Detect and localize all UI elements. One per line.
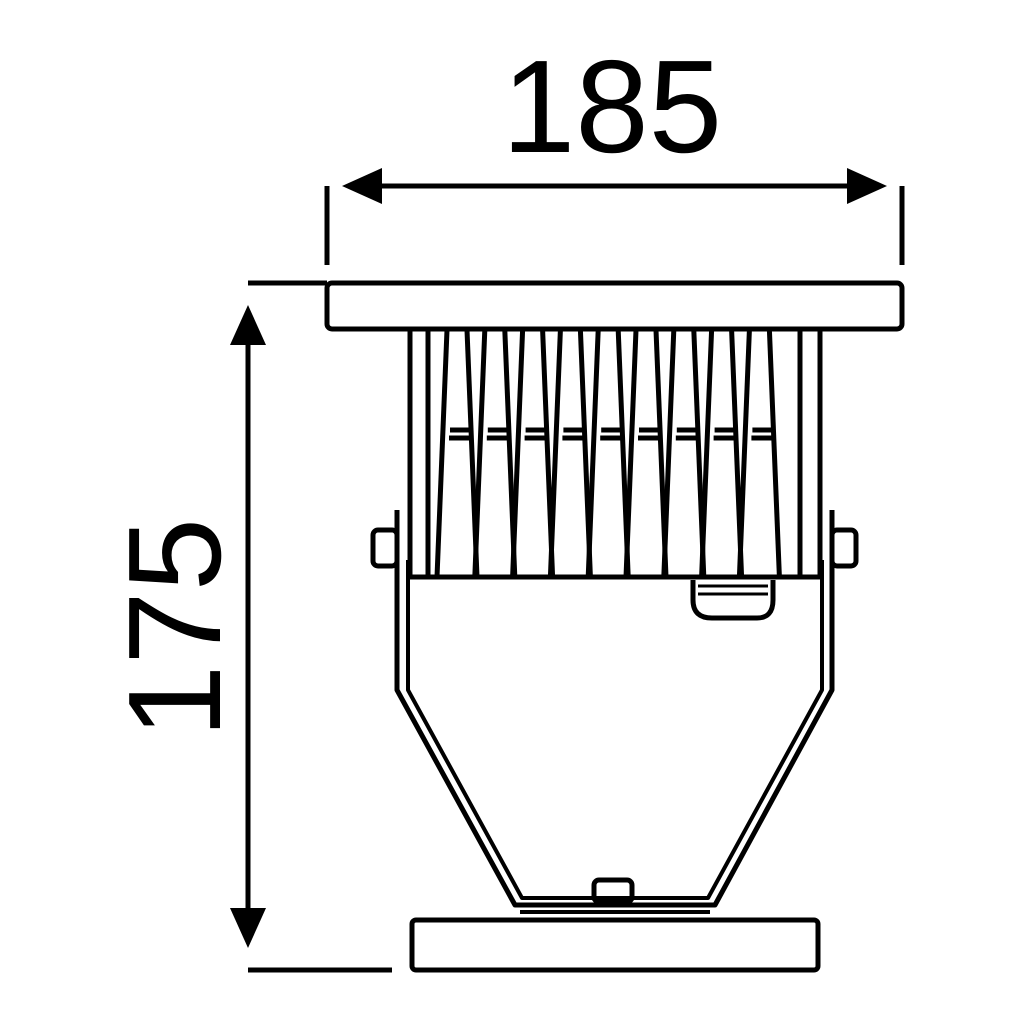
heatsink-fins xyxy=(407,329,823,578)
fin-line xyxy=(585,329,601,578)
fin-line xyxy=(547,329,563,578)
fin-line xyxy=(766,329,782,578)
arrow-right-icon xyxy=(847,168,887,204)
mount-screw xyxy=(591,877,635,905)
arrow-down-icon xyxy=(230,908,266,948)
fin-line xyxy=(472,329,488,578)
arrow-left-icon xyxy=(342,168,382,204)
connector-box xyxy=(690,580,776,621)
bracket xyxy=(394,510,835,908)
fin-line xyxy=(699,329,715,578)
fin-line xyxy=(736,329,752,578)
left-knob xyxy=(370,527,400,569)
fin-line xyxy=(434,329,450,578)
fin-line xyxy=(661,329,677,578)
arrowheads xyxy=(230,168,887,948)
top-plate xyxy=(324,280,905,332)
fin-line xyxy=(510,329,526,578)
arrow-up-icon xyxy=(230,305,266,345)
fin-line xyxy=(623,329,639,578)
right-knob xyxy=(829,527,859,569)
base-plate xyxy=(409,917,821,973)
height-label: 175 xyxy=(101,518,248,738)
width-label: 185 xyxy=(502,33,722,180)
